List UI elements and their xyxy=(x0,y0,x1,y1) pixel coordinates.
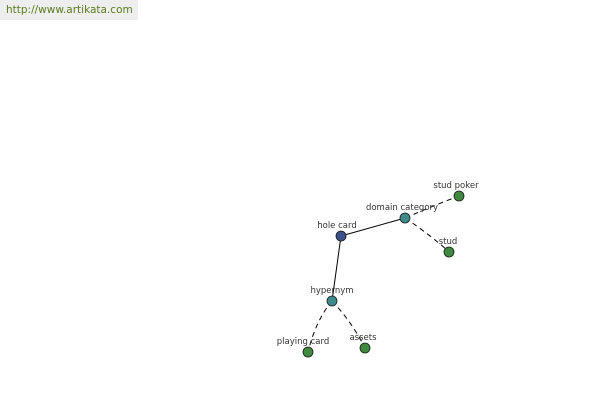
node-stud[interactable]: stud xyxy=(439,237,458,258)
node-marker-stud[interactable] xyxy=(443,246,455,258)
node-playing-card[interactable]: playing card xyxy=(277,337,329,358)
node-hypernym[interactable]: hypernym xyxy=(310,286,354,307)
node-hole-card[interactable]: hole card xyxy=(317,221,357,242)
node-marker-assets[interactable] xyxy=(359,342,371,354)
node-stud-poker[interactable]: stud poker xyxy=(433,181,479,202)
node-label-assets[interactable]: assets xyxy=(349,333,377,343)
node-label-domain-category[interactable]: domain category xyxy=(366,203,438,213)
node-assets[interactable]: assets xyxy=(349,333,377,354)
edge-hole-card-to-hypernym xyxy=(331,235,342,302)
node-label-hole-card[interactable]: hole card xyxy=(317,221,357,231)
node-marker-domain-category[interactable] xyxy=(399,212,411,224)
source-url-banner[interactable]: http://www.artikata.com xyxy=(0,0,138,20)
node-label-playing-card[interactable]: playing card xyxy=(277,337,329,347)
edges-layer xyxy=(307,195,460,353)
node-domain-category[interactable]: domain category xyxy=(366,203,438,224)
node-label-stud[interactable]: stud xyxy=(439,237,458,247)
edge-hole-card-to-domain-category xyxy=(340,217,406,237)
node-marker-hypernym[interactable] xyxy=(326,295,338,307)
node-marker-stud-poker[interactable] xyxy=(453,190,465,202)
edge-domain-category-to-stud xyxy=(404,217,450,253)
nodes-layer: hole card domain category hypernym stud pok… xyxy=(277,181,479,358)
node-label-stud-poker[interactable]: stud poker xyxy=(433,181,479,191)
node-label-hypernym[interactable]: hypernym xyxy=(310,286,353,296)
node-marker-hole-card[interactable] xyxy=(335,230,347,242)
node-marker-playing-card[interactable] xyxy=(302,346,314,358)
